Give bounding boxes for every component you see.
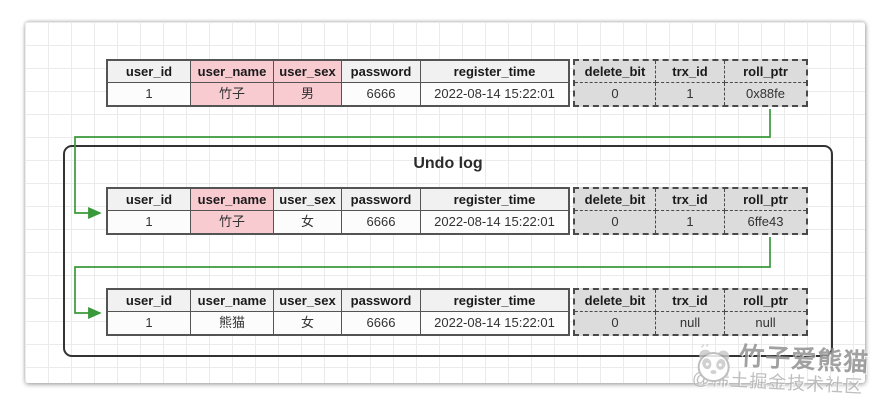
col-header-trx-id: trx_id: [656, 189, 725, 211]
cell-trx-id: null: [656, 312, 725, 334]
cell-user-name: 熊猫: [191, 312, 274, 334]
cell-delete-bit: 0: [575, 211, 656, 233]
col-header-user-sex: user_sex: [274, 61, 342, 83]
cell-register-time: 2022-08-14 15:22:01: [434, 86, 555, 101]
col-header-password: password: [342, 61, 421, 83]
col-header-register-time: register_time: [421, 290, 568, 312]
col-header-user-id: user_id: [108, 290, 191, 312]
col-header-register-time: register_time: [421, 189, 568, 211]
cell-delete-bit: 0: [575, 83, 656, 105]
col-header-delete-bit: delete_bit: [575, 290, 656, 312]
cell-user-id: 1: [108, 83, 191, 105]
col-header-delete-bit: delete_bit: [575, 61, 656, 83]
table-latest-record: user_id user_name user_sex password regi…: [106, 59, 808, 107]
col-header-roll-ptr: roll_ptr: [725, 189, 806, 211]
col-header-user-sex: user_sex: [274, 290, 342, 312]
cell-user-id: 1: [108, 312, 191, 334]
cell-trx-id: 1: [656, 211, 725, 233]
col-header-roll-ptr: roll_ptr: [725, 61, 806, 83]
table-visible-columns: user_id user_name user_sex password regi…: [106, 187, 570, 235]
cell-user-name: 竹子: [191, 83, 274, 105]
cell-password: 6666: [342, 83, 421, 105]
col-header-user-name: user_name: [191, 189, 274, 211]
cell-roll-ptr: null: [755, 315, 776, 330]
cell-trx-id: 1: [656, 83, 725, 105]
table-hidden-columns: delete_bit trx_id roll_ptr 0 null null: [573, 288, 808, 336]
cell-register-time: 2022-08-14 15:22:01: [434, 214, 555, 229]
col-header-password: password: [342, 290, 421, 312]
col-header-delete-bit: delete_bit: [575, 189, 656, 211]
cell-user-sex: 男: [274, 83, 342, 105]
cell-user-id: 1: [108, 211, 191, 233]
col-header-user-id: user_id: [108, 189, 191, 211]
table-hidden-columns: delete_bit trx_id roll_ptr 0 1 0x88fe: [573, 59, 808, 107]
table-hidden-columns: delete_bit trx_id roll_ptr 0 1 6ffe43: [573, 187, 808, 235]
undo-log-title: Undo log: [413, 155, 483, 172]
cell-delete-bit: 0: [575, 312, 656, 334]
table-visible-columns: user_id user_name user_sex password regi…: [106, 59, 570, 107]
cell-register-time: 2022-08-14 15:22:01: [434, 315, 555, 330]
panda-icon: [697, 343, 730, 383]
table-undo-version-2: user_id user_name user_sex password regi…: [106, 288, 808, 336]
cell-roll-ptr: 0x88fe: [745, 86, 786, 101]
cell-password: 6666: [342, 312, 421, 334]
col-header-roll-ptr: roll_ptr: [725, 290, 806, 312]
col-header-user-name: user_name: [191, 61, 274, 83]
table-undo-version-1: user_id user_name user_sex password regi…: [106, 187, 808, 235]
cell-user-sex: 女: [274, 312, 342, 334]
cell-user-name: 竹子: [191, 211, 274, 233]
col-header-register-time: register_time: [421, 61, 568, 83]
col-header-password: password: [342, 189, 421, 211]
cell-password: 6666: [342, 211, 421, 233]
col-header-trx-id: trx_id: [656, 61, 725, 83]
col-header-user-name: user_name: [191, 290, 274, 312]
cell-user-sex: 女: [274, 211, 342, 233]
col-header-trx-id: trx_id: [656, 290, 725, 312]
watermark: 竹子爱熊猫 @稀土掘金技术社区: [691, 341, 889, 400]
table-visible-columns: user_id user_name user_sex password regi…: [106, 288, 570, 336]
cell-roll-ptr: 6ffe43: [747, 214, 784, 229]
col-header-user-sex: user_sex: [274, 189, 342, 211]
col-header-user-id: user_id: [108, 61, 191, 83]
